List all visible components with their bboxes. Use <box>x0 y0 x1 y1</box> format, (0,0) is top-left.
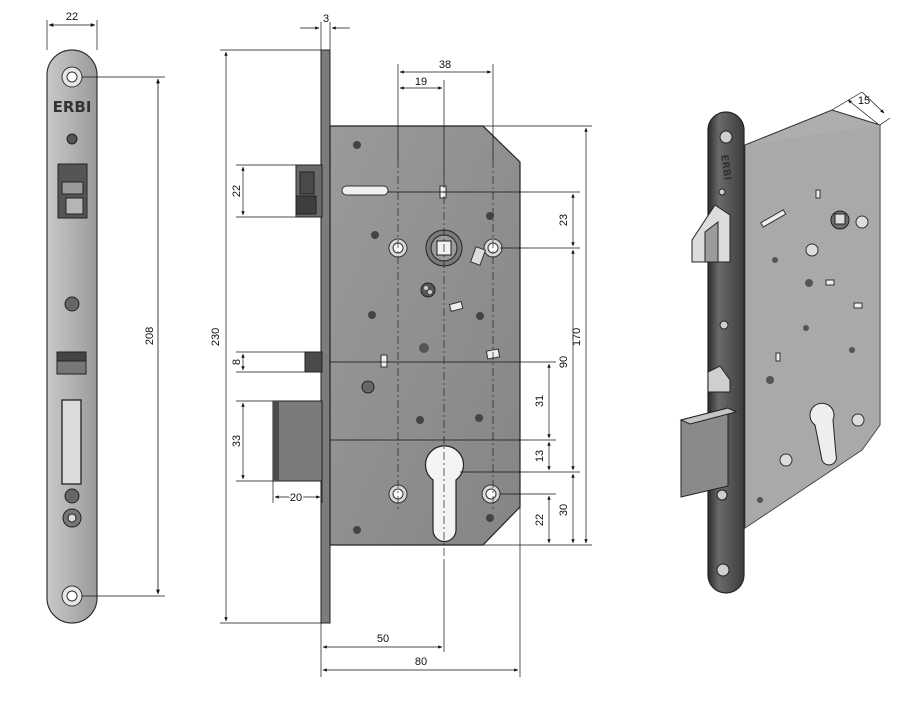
latch-bolt-side <box>295 164 323 218</box>
perspective-view: ERBI 15 <box>679 91 891 594</box>
top-to-spindle-label: 23 <box>558 214 570 226</box>
case-height-label: 170 <box>571 328 583 346</box>
perspective-brand-logo: ERBI <box>718 154 732 181</box>
trigger-bolt-side <box>304 351 323 373</box>
bottom-screw-hole <box>61 585 83 607</box>
screw-spacing-label: 38 <box>439 59 451 71</box>
front-width-label: 22 <box>66 11 78 23</box>
front-hole-spacing-label: 208 <box>144 327 156 345</box>
deadbolt-side <box>272 400 323 482</box>
cylinder-to-bottom-label: 30 <box>558 504 570 516</box>
faceplate-side <box>320 49 331 624</box>
deadbolt-height-label: 33 <box>231 435 243 447</box>
gear <box>420 282 436 298</box>
front-small-hole <box>66 133 78 145</box>
depth-label: 80 <box>415 656 427 668</box>
latch-height-label: 22 <box>231 185 243 197</box>
small-bolt-label: 8 <box>231 359 243 365</box>
spindle-offset-label: 19 <box>415 76 427 88</box>
side-view: 3 230 22 8 33 20 50 80 38 19 23 90 30 17… <box>210 13 592 677</box>
front-lower-hole-a <box>64 488 80 504</box>
latch-bolt-front <box>57 163 88 219</box>
screw-to-cylinder-label: 31 <box>534 395 546 407</box>
cylinder-to-screw-label: 13 <box>534 450 546 462</box>
case-features-3d <box>757 189 869 503</box>
brand-logo: ERBI <box>53 98 92 116</box>
trigger-bolt-front <box>56 351 87 375</box>
deadbolt-slot-front <box>61 399 82 485</box>
top-screw-hole <box>61 66 83 88</box>
height-label: 230 <box>210 328 222 346</box>
cylinder-cutout <box>424 445 465 543</box>
perspective-thickness-label: 15 <box>858 95 870 107</box>
slot <box>341 185 389 196</box>
bottom-margin-label: 22 <box>534 514 546 526</box>
spindle-to-cylinder-label: 90 <box>558 356 570 368</box>
front-lower-hole-b <box>62 508 82 528</box>
front-mid-hole <box>64 296 80 312</box>
deadbolt-throw-label: 20 <box>290 492 302 504</box>
center-lines <box>397 160 494 560</box>
trigger-bolt-3d <box>707 365 731 393</box>
lower-right-screw <box>481 484 501 504</box>
faceplate-thickness-label: 3 <box>323 13 329 25</box>
front-view: ERBI 22 208 <box>46 11 165 624</box>
backset-label: 50 <box>377 633 389 645</box>
faceplate-3d <box>707 111 745 594</box>
